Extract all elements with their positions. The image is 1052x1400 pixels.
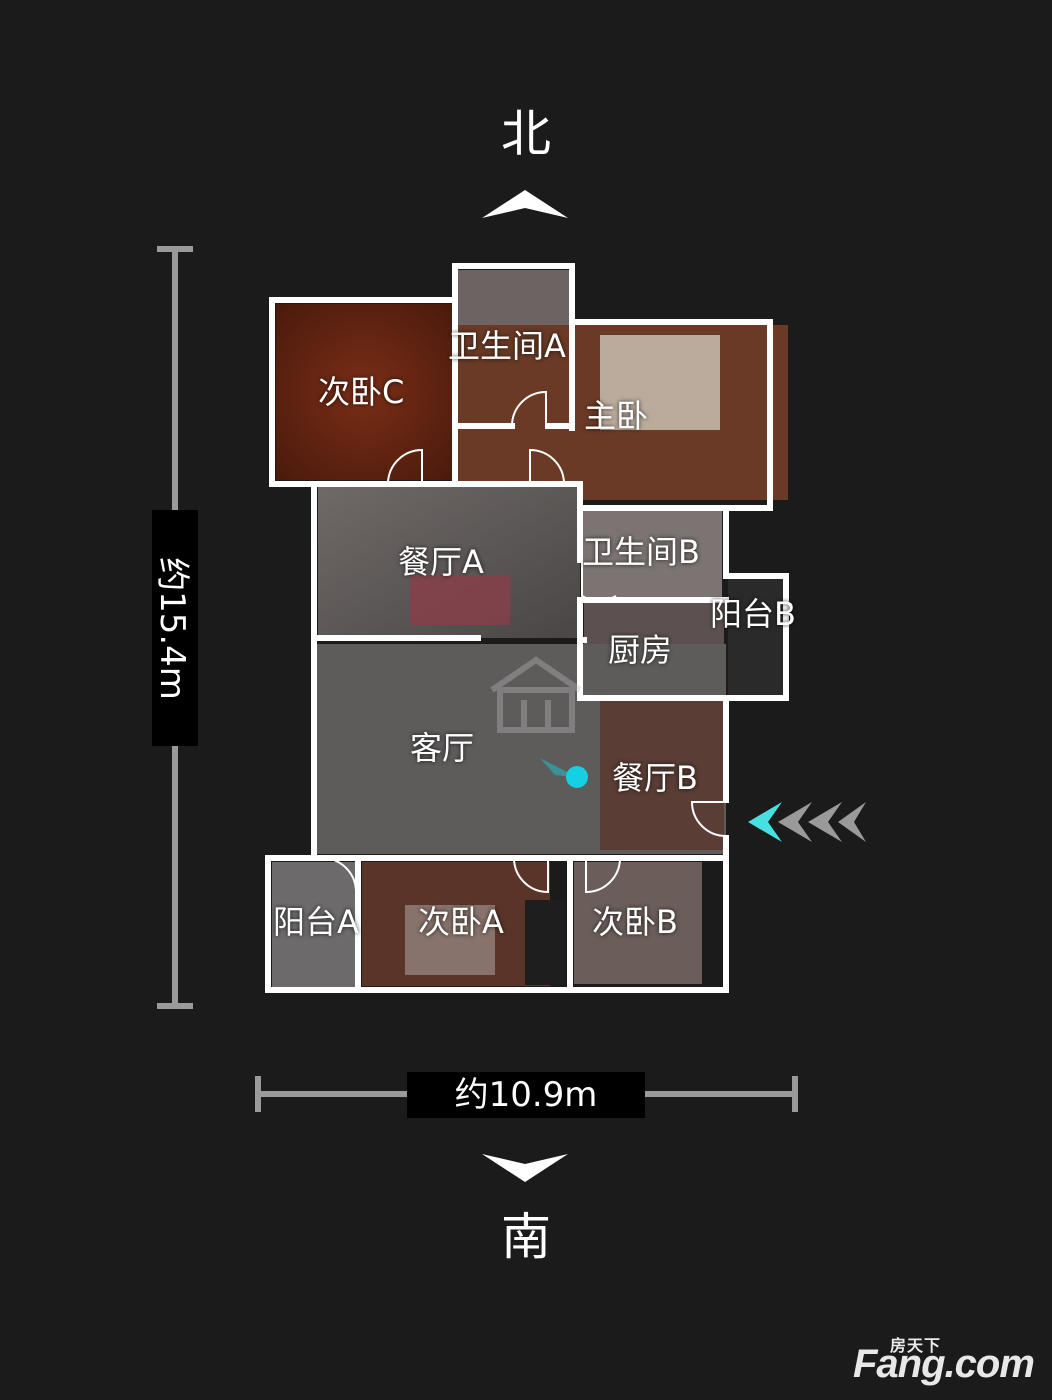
balcony-a-walls [265, 855, 361, 993]
room-label-balcony-a: 阳台A [273, 903, 359, 941]
room-label-bedroom-c: 次卧C [318, 373, 405, 411]
north-arrow-icon[interactable] [480, 186, 570, 222]
dining-a-rug [410, 575, 510, 625]
balcony-b-walls [723, 573, 789, 701]
watermark-brand: Fang.com [853, 1342, 1035, 1386]
north-label: 北 [501, 105, 551, 163]
bathroom-b-floor[interactable] [582, 510, 722, 600]
horizontal-dimension-cap-left [255, 1076, 261, 1112]
dining-a-walls [311, 481, 583, 861]
bedroom-b-walls [567, 855, 729, 993]
balcony-a-floor[interactable] [272, 862, 356, 988]
room-label-bedroom-b: 次卧B [592, 903, 678, 941]
dining-b-floor[interactable] [600, 700, 724, 850]
door-bedroom-c-icon[interactable] [387, 448, 423, 485]
door-bathroom-a-icon[interactable] [511, 390, 547, 427]
bedroom-b-floor[interactable] [574, 862, 702, 984]
horizontal-dimension-label: 约10.9m [407, 1072, 645, 1118]
vertical-dimension-label: 约15.4m [152, 510, 198, 746]
kitchen-walls [577, 597, 729, 701]
watermark-cn: 房天下 [890, 1336, 942, 1355]
door-dining-b-icon[interactable] [690, 801, 727, 837]
entrance-arrow-icon[interactable] [742, 800, 872, 844]
room-label-dining-b: 餐厅B [612, 759, 698, 797]
house-watermark-icon [490, 656, 582, 733]
room-label-balcony-b: 阳台B [710, 595, 796, 633]
bedroom-a-walls [355, 855, 573, 993]
doors [321, 390, 727, 894]
door-bedroom-a-icon[interactable] [513, 857, 549, 894]
south-label: 南 [501, 1208, 551, 1266]
bedroom-a-bed [405, 905, 495, 975]
bedroom-a-closet [525, 900, 565, 985]
room-label-bathroom-a: 卫生间A [448, 327, 566, 365]
door-balcony-a-icon[interactable] [321, 857, 357, 893]
room-label-bathroom-b: 卫生间B [582, 533, 700, 571]
vertical-dimension-cap-top [157, 246, 193, 252]
door-bedroom-b-icon[interactable] [585, 857, 621, 894]
room-label-bedroom-a: 次卧A [418, 903, 504, 941]
master-bed [600, 335, 720, 430]
room-label-living-room: 客厅 [410, 729, 475, 767]
door-master-bedroom-icon[interactable] [529, 448, 565, 485]
south-arrow-icon[interactable] [480, 1150, 570, 1186]
horizontal-dimension-cap-right [792, 1076, 798, 1112]
current-position-marker-icon[interactable] [540, 758, 588, 788]
room-label-kitchen: 厨房 [608, 631, 673, 669]
living-room-walls [311, 695, 729, 861]
room-label-master-bedroom: 主卧 [584, 397, 649, 435]
vertical-dimension-cap-bottom [157, 1003, 193, 1009]
door-bathroom-b-icon[interactable] [581, 562, 617, 602]
balcony-b-floor[interactable] [728, 576, 784, 696]
master-bedroom-walls [452, 319, 773, 511]
room-label-dining-a: 餐厅A [398, 543, 484, 581]
bathroom-a-walls [452, 263, 575, 487]
